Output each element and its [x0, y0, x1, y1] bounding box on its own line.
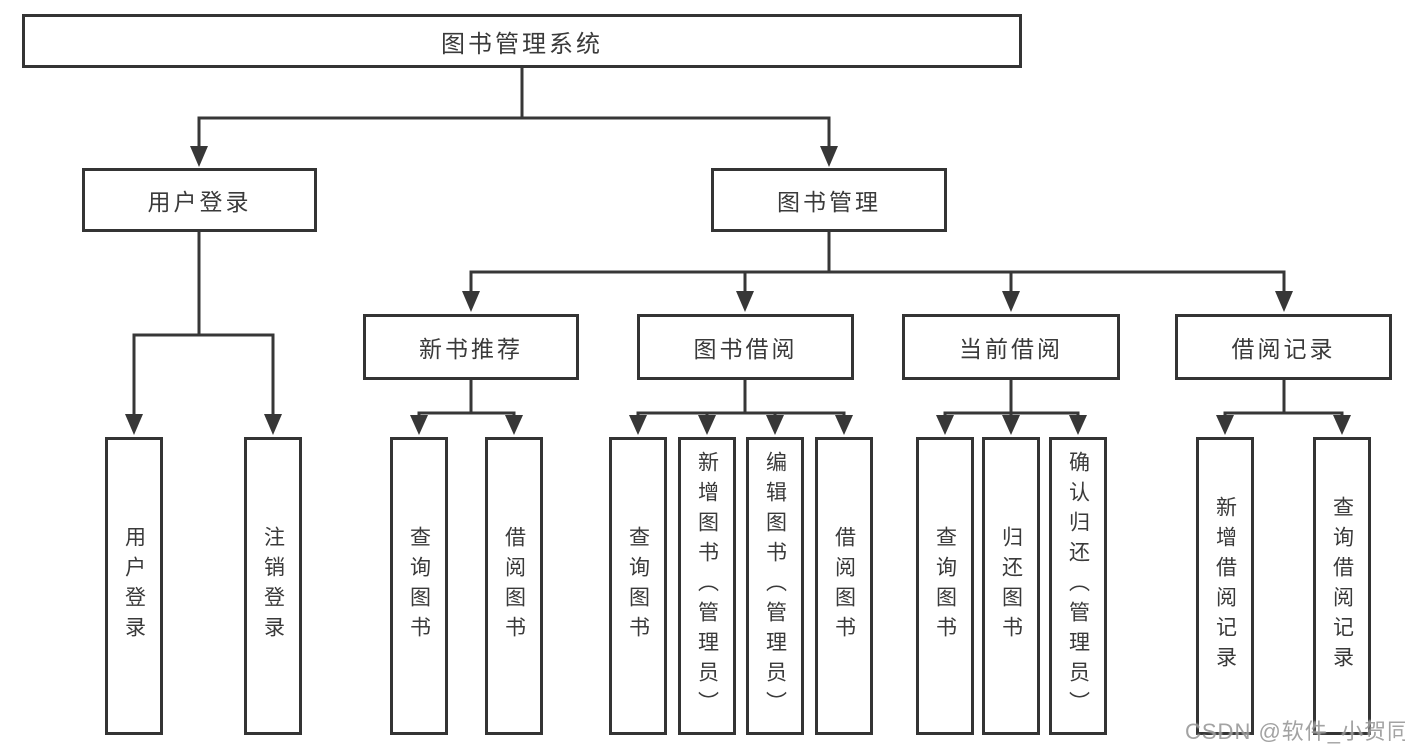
node-book-borrowing: 图书借阅 — [637, 314, 854, 380]
leaf-logout: 注销登录 — [244, 437, 302, 735]
connector-root-to-level1 — [190, 68, 838, 167]
leaf-confirm-return-admin: 确认归还（管理员） — [1049, 437, 1107, 735]
leaf-borrow-books-recommend: 借阅图书 — [485, 437, 543, 735]
leaf-add-books-admin: 新增图书（管理员） — [678, 437, 736, 735]
leaf-edit-books-admin: 编辑图书（管理员） — [746, 437, 804, 735]
node-borrowing-records: 借阅记录 — [1175, 314, 1392, 380]
connector-new-books-to-leaves — [410, 380, 523, 435]
leaf-return-books: 归还图书 — [982, 437, 1040, 735]
connector-borrow-records-to-leaves — [1216, 380, 1351, 435]
leaf-query-books-borrow: 查询图书 — [609, 437, 667, 735]
node-new-book-recommend: 新书推荐 — [363, 314, 579, 380]
connector-user-login-to-leaves — [125, 232, 282, 435]
connector-book-mgmt-to-sections — [462, 232, 1293, 312]
node-user-login-branch: 用户登录 — [82, 168, 317, 232]
connector-book-borrow-to-leaves — [629, 380, 853, 435]
node-current-borrowing: 当前借阅 — [902, 314, 1120, 380]
node-root-system: 图书管理系统 — [22, 14, 1022, 68]
leaf-add-borrow-record: 新增借阅记录 — [1196, 437, 1254, 735]
leaf-user-login: 用户登录 — [105, 437, 163, 735]
leaf-query-books-current: 查询图书 — [916, 437, 974, 735]
leaf-query-books-recommend: 查询图书 — [390, 437, 448, 735]
connector-current-borrow-to-leaves — [936, 380, 1087, 435]
csdn-watermark: CSDN @软件_小贺同学 — [1185, 719, 1405, 744]
leaf-query-borrow-record: 查询借阅记录 — [1313, 437, 1371, 735]
leaf-borrow-books: 借阅图书 — [815, 437, 873, 735]
node-book-management-branch: 图书管理 — [711, 168, 947, 232]
